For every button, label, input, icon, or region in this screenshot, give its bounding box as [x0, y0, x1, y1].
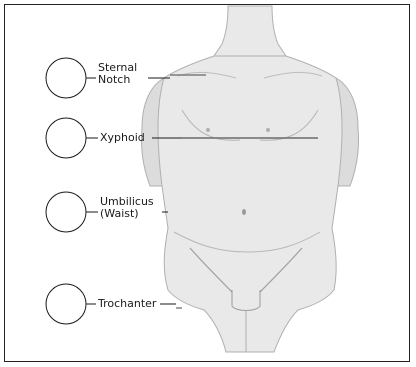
circle-sternal-notch — [46, 58, 86, 98]
label-sternal-notch: Sternal Notch — [98, 62, 137, 86]
measurement-circles — [46, 58, 86, 324]
nipple-right — [266, 128, 270, 132]
label-xyphoid: Xyphoid — [100, 132, 145, 144]
groin — [232, 290, 260, 311]
navel — [242, 209, 246, 215]
neck — [214, 6, 286, 56]
label-umbilicus: Umbilicus (Waist) — [100, 196, 154, 220]
torso-figure — [141, 6, 358, 352]
label-trochanter: Trochanter — [98, 298, 156, 310]
circle-xyphoid — [46, 118, 86, 158]
circle-trochanter — [46, 284, 86, 324]
nipple-left — [206, 128, 210, 132]
circle-umbilicus — [46, 192, 86, 232]
